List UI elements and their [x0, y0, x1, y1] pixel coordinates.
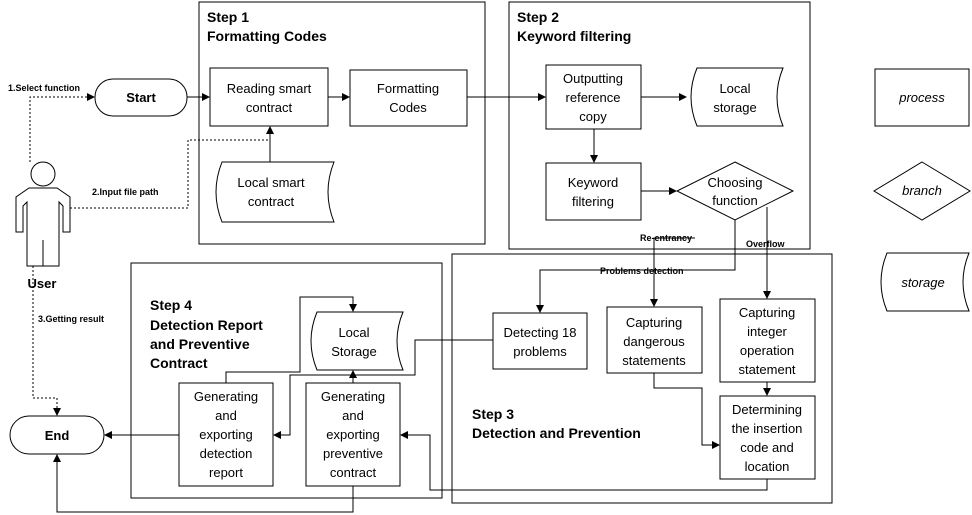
capturing-dangerous-statements-box — [606, 306, 703, 374]
detecting-18-problems-box — [492, 312, 588, 370]
step4-number: Step 4 — [150, 297, 192, 313]
gen-contract-line4: preventive — [323, 446, 383, 461]
local-smart-contract-storage — [215, 161, 335, 223]
gen-report-line5: report — [209, 465, 243, 480]
capturing-dangerous-line2: dangerous — [623, 334, 685, 349]
start-label: Start — [126, 90, 156, 105]
step3-number: Step 3 — [472, 406, 514, 422]
edge-label-getting-result: 3.Getting result — [38, 314, 104, 324]
step1-number: Step 1 — [207, 9, 249, 25]
gen-report-line3: exporting — [199, 427, 252, 442]
gen-contract-line2: and — [342, 408, 364, 423]
gen-report-line1: Generating — [194, 389, 258, 404]
legend-storage-label: storage — [901, 275, 944, 290]
legend-branch-shape — [873, 161, 971, 221]
local-storage-step4-line1: Local — [338, 325, 369, 340]
keyword-filtering-line1: Keyword — [568, 175, 619, 190]
gen-contract-line3: exporting — [326, 427, 379, 442]
step4-title-line3: Contract — [150, 355, 208, 371]
choosing-function-line2: function — [712, 193, 758, 208]
legend-process-label: process — [898, 90, 945, 105]
step1-title: Formatting Codes — [207, 28, 327, 44]
local-storage-top-line2: storage — [713, 100, 756, 115]
local-storage-step4 — [310, 311, 404, 371]
step2-number: Step 2 — [517, 9, 559, 25]
edge-label-reentrancy: Re-entrancy — [640, 233, 692, 243]
gen-report-line2: and — [215, 408, 237, 423]
legend-process-shape — [874, 68, 970, 127]
choosing-function-line1: Choosing — [708, 175, 763, 190]
capturing-integer-line4: statement — [738, 362, 795, 377]
step4-title-line1: Detection Report — [150, 317, 263, 333]
step2-title: Keyword filtering — [517, 28, 631, 44]
edge-label-overflow: Overflow — [746, 239, 786, 249]
edge-label-input-file-path: 2.Input file path — [92, 187, 159, 197]
outputting-line1: Outputting — [563, 71, 623, 86]
capturing-integer-line3: operation — [740, 343, 794, 358]
local-storage-step4-line2: Storage — [331, 344, 377, 359]
formatting-codes-line2: Codes — [389, 100, 427, 115]
connectors — [29, 93, 771, 513]
reading-smart-contract-box — [209, 67, 329, 127]
legend-storage-shape — [880, 252, 970, 312]
outputting-line2: reference — [566, 90, 621, 105]
edge-label-problems-detection: Problems detection — [600, 266, 684, 276]
step4-title-line2: and Preventive — [150, 336, 250, 352]
end-label: End — [45, 428, 70, 443]
local-smart-contract-line2: contract — [248, 194, 295, 209]
reading-smart-contract-line1: Reading smart — [227, 81, 312, 96]
capturing-integer-box — [719, 298, 816, 383]
capturing-integer-line2: integer — [747, 324, 787, 339]
formatting-codes-box — [349, 69, 468, 127]
keyword-filtering-line2: filtering — [572, 194, 614, 209]
step2-frame — [508, 1, 811, 250]
local-storage-top — [690, 67, 784, 127]
step3-title: Detection and Prevention — [472, 425, 641, 441]
gen-contract-line5: contract — [330, 465, 377, 480]
step1-frame — [198, 1, 486, 245]
detecting-line1: Detecting 18 — [504, 325, 577, 340]
determining-line4: location — [745, 459, 790, 474]
detecting-line2: problems — [513, 344, 567, 359]
local-storage-top-line1: Local — [719, 81, 750, 96]
determining-line1: Determining — [732, 402, 802, 417]
determining-line2: the insertion — [732, 421, 803, 436]
determining-line3: code and — [740, 440, 794, 455]
local-smart-contract-line1: Local smart — [237, 175, 305, 190]
gen-report-line4: detection — [200, 446, 253, 461]
step4-frame — [130, 262, 443, 499]
reading-smart-contract-line2: contract — [246, 100, 293, 115]
outputting-line3: copy — [579, 109, 607, 124]
capturing-dangerous-line1: Capturing — [626, 315, 682, 330]
legend-branch-label: branch — [902, 183, 942, 198]
choosing-function-branch — [675, 161, 795, 221]
formatting-codes-line1: Formatting — [377, 81, 439, 96]
step3-frame — [451, 253, 833, 504]
edge-label-select-function: 1.Select function — [8, 83, 80, 93]
gen-contract-line1: Generating — [321, 389, 385, 404]
user-label: User — [28, 276, 57, 291]
capturing-integer-line1: Capturing — [739, 305, 795, 320]
capturing-dangerous-line3: statements — [622, 353, 686, 368]
determining-insertion-box — [719, 395, 816, 480]
outputting-reference-copy-box — [545, 64, 642, 130]
keyword-filtering-box — [545, 162, 642, 221]
user-icon — [15, 161, 71, 267]
